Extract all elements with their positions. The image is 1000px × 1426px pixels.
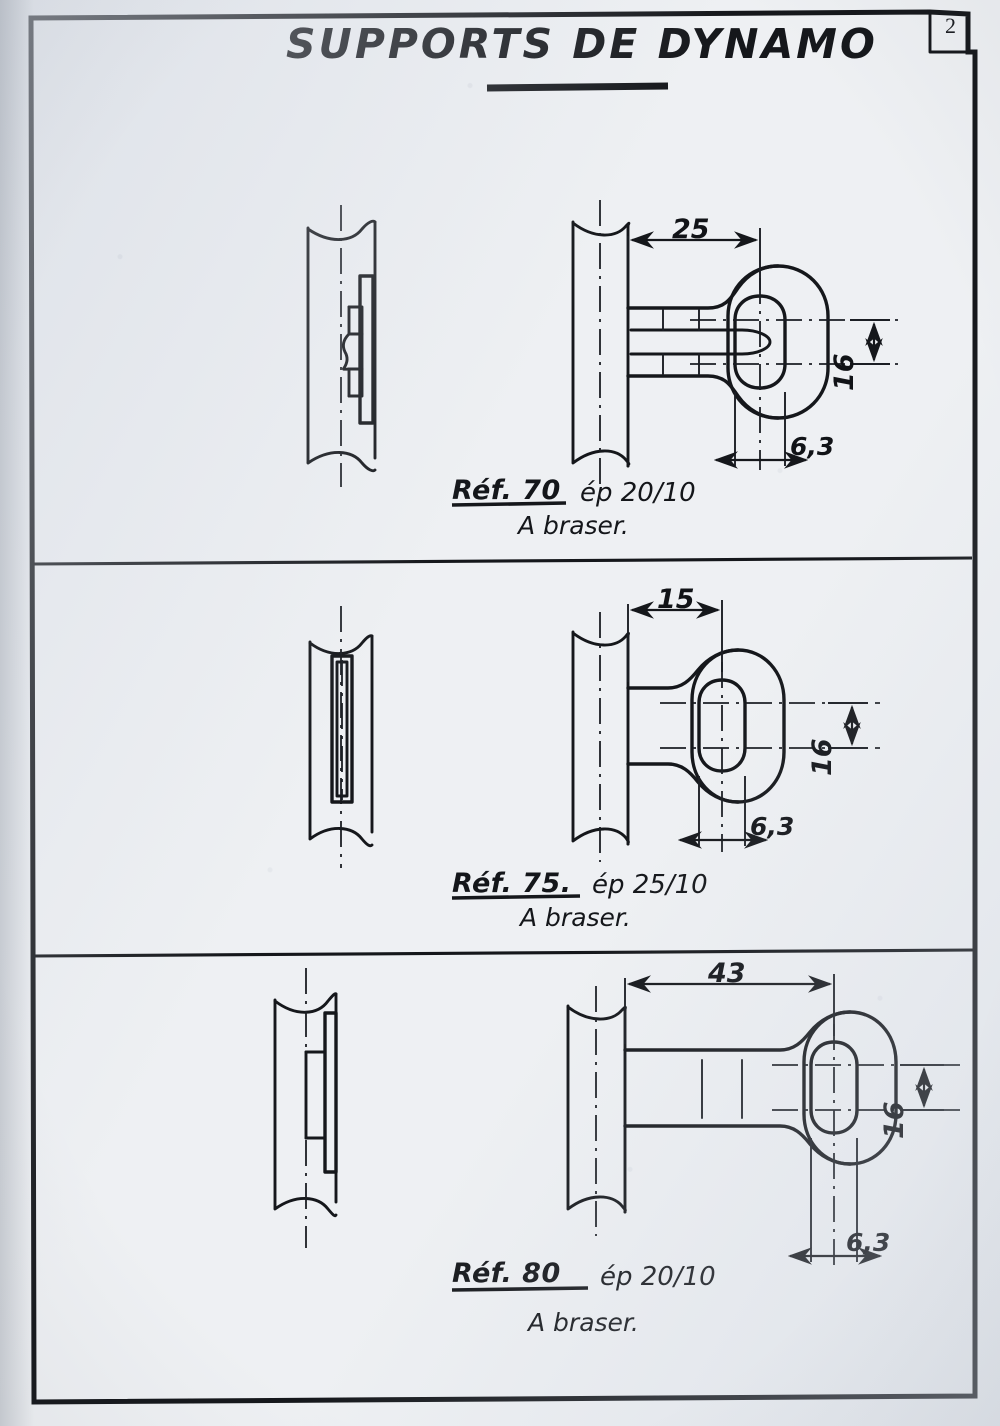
panel-1-dim-slot: 6,3 — [790, 432, 835, 461]
panel-3-reference: Réf. 80 — [452, 1258, 561, 1289]
panel-2-dim-length: 15 — [657, 584, 695, 615]
panel-1-reference: Réf. 70 — [452, 475, 561, 506]
panel-1-note: A braser. — [518, 511, 629, 540]
panel-1-front-view — [571, 200, 900, 490]
page-title: SUPPORTS DE DYNAMO — [286, 20, 878, 68]
panel-2-front-view — [571, 600, 880, 862]
page-number: 2 — [945, 13, 956, 38]
panel-3-dim-length: 43 — [708, 958, 746, 989]
panel-2-note: A braser. — [520, 903, 631, 932]
panel-1-thickness: ép 20/10 — [580, 478, 696, 508]
panel-3-dim-slot: 6,3 — [846, 1228, 891, 1257]
panel-2-thickness: ép 25/10 — [592, 870, 708, 900]
panel-3-note: A braser. — [528, 1308, 639, 1337]
panel-3-thickness: ép 20/10 — [600, 1262, 716, 1292]
panel-2-dim-height: 16 — [807, 738, 838, 776]
panel-3-side-view — [273, 968, 338, 1248]
panel-1-dim-height: 16 — [829, 353, 860, 391]
panel-2-side-view — [308, 606, 374, 868]
panel-1-dim-length: 25 — [672, 214, 710, 245]
panel-3-dim-height: 16 — [879, 1101, 910, 1139]
panel-2-dim-slot: 6,3 — [750, 812, 795, 841]
panel-2-reference: Réf. 75. — [452, 868, 572, 899]
panel-1-side-view — [306, 205, 377, 487]
